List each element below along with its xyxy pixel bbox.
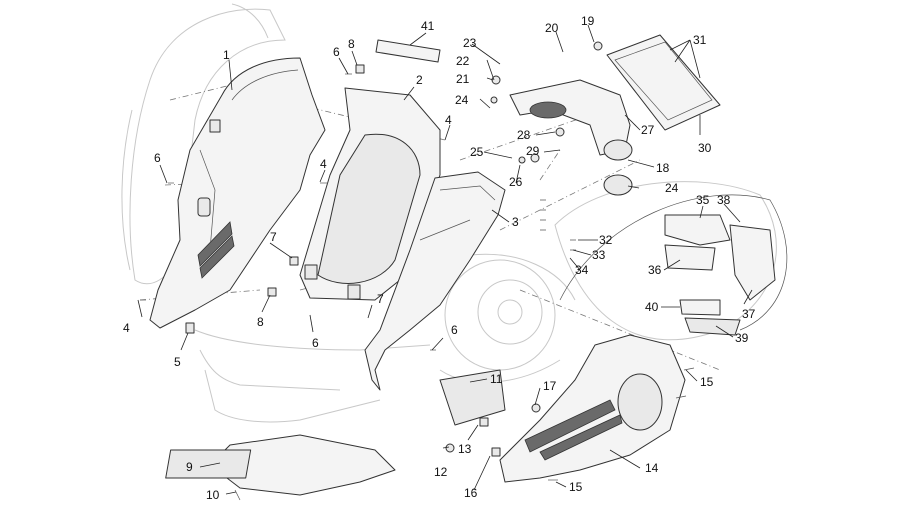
callout-10: 10 — [206, 488, 220, 502]
callout-2: 2 — [416, 73, 423, 87]
callout-25: 25 — [470, 145, 484, 159]
part-2-center-panel — [299, 87, 441, 301]
callout-26: 26 — [509, 175, 523, 189]
callout-4: 4 — [320, 157, 327, 171]
callout-27: 27 — [641, 123, 655, 137]
callout-6: 6 — [451, 323, 458, 337]
part-3-right-shield — [364, 171, 506, 391]
callout-15: 15 — [700, 375, 714, 389]
callout-11: 11 — [490, 372, 503, 386]
callout-29: 29 — [526, 144, 540, 158]
callout-24: 24 — [455, 93, 469, 107]
leader-lines — [137, 24, 753, 495]
callout-39: 39 — [735, 331, 749, 345]
callout-6: 6 — [312, 336, 319, 350]
callout-4: 4 — [123, 321, 130, 335]
callout-21: 21 — [456, 72, 470, 86]
callout-34: 34 — [575, 263, 589, 277]
callout-13: 13 — [458, 442, 472, 456]
callout-36: 36 — [648, 263, 662, 277]
callout-7: 7 — [270, 230, 277, 244]
callout-20: 20 — [545, 21, 559, 35]
callout-4: 4 — [445, 113, 452, 127]
callout-23: 23 — [463, 36, 477, 50]
part-27-bracket — [509, 79, 633, 196]
part-14-right-cover — [499, 334, 686, 483]
callout-41: 41 — [421, 19, 435, 33]
callout-22: 22 — [456, 54, 470, 68]
callout-9: 9 — [186, 460, 193, 474]
part-9-floor-plate — [165, 434, 396, 496]
callout-24: 24 — [665, 181, 679, 195]
callout-37: 37 — [742, 307, 756, 321]
callout-16: 16 — [464, 486, 478, 500]
callout-6: 6 — [154, 151, 161, 165]
callout-5: 5 — [174, 355, 181, 369]
callout-38: 38 — [717, 193, 731, 207]
part-30-plate-holder — [606, 34, 721, 131]
callout-12: 12 — [434, 465, 448, 479]
callout-18: 18 — [656, 161, 670, 175]
callout-1: 1 — [223, 48, 230, 62]
callout-33: 33 — [592, 248, 606, 262]
part-1-left-shield — [149, 57, 326, 329]
callout-8: 8 — [348, 37, 355, 51]
callout-6: 6 — [333, 45, 340, 59]
callout-labels: 1 2 3 4 4 4 5 6 6 6 6 7 7 8 8 9 10 11 12… — [123, 14, 756, 502]
part-41-strip — [375, 39, 441, 63]
callout-40: 40 — [645, 300, 659, 314]
callout-35: 35 — [696, 193, 710, 207]
callout-15: 15 — [569, 480, 583, 494]
hardware — [140, 41, 695, 501]
detail-inset — [559, 194, 788, 336]
callout-8: 8 — [257, 315, 264, 329]
callout-17: 17 — [543, 379, 557, 393]
callout-7: 7 — [377, 292, 384, 306]
callout-14: 14 — [645, 461, 659, 475]
callout-32: 32 — [599, 233, 613, 247]
callout-30: 30 — [698, 141, 712, 155]
callout-19: 19 — [581, 14, 595, 28]
callout-31: 31 — [693, 33, 707, 47]
callout-3: 3 — [512, 215, 519, 229]
callout-28: 28 — [517, 128, 531, 142]
